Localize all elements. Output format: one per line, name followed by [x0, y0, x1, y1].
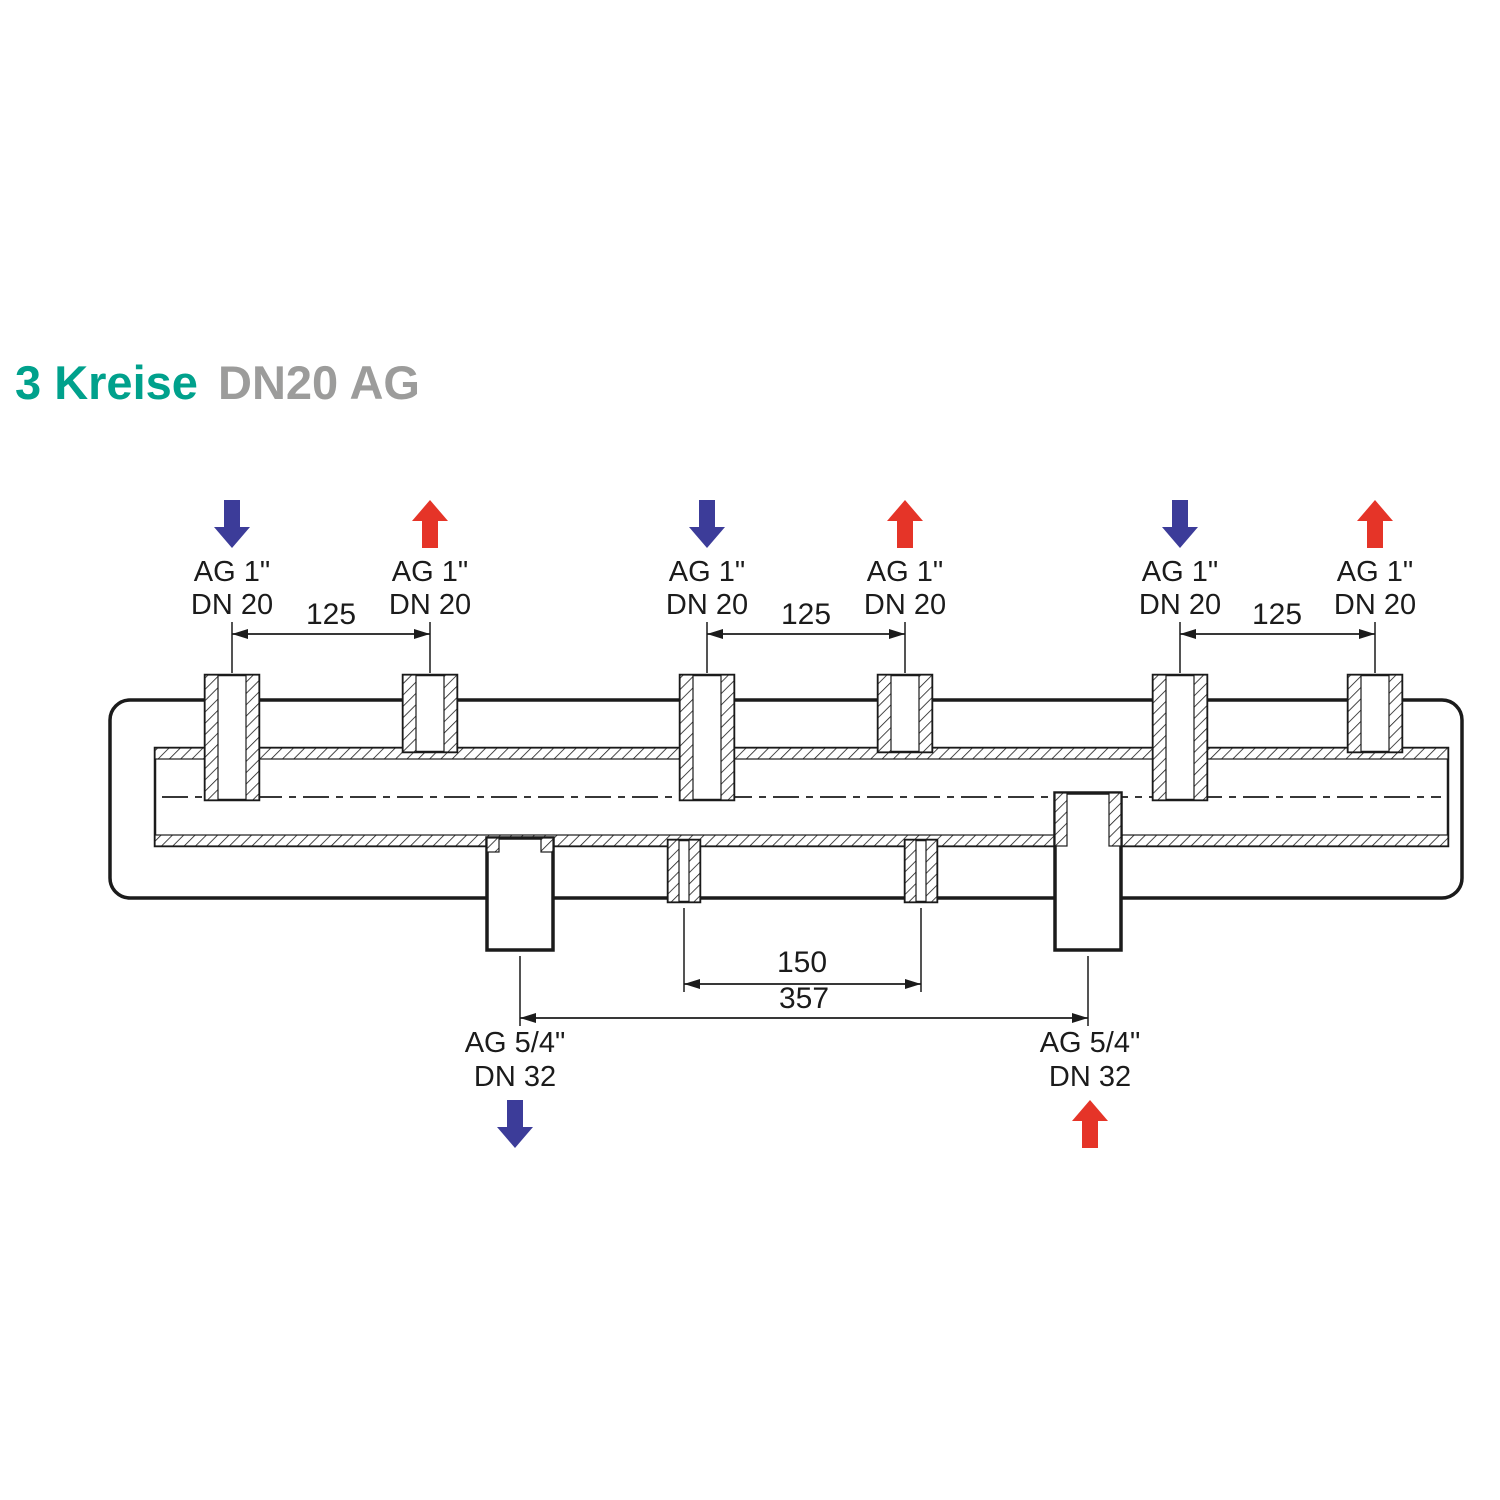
dimension-arrowhead-right	[414, 629, 430, 639]
stub-wall-left-hatch	[904, 839, 917, 903]
return-pipe-wall-right-hatch	[1108, 792, 1122, 847]
nozzle-wall-right-hatch	[443, 674, 458, 753]
dimension-pair-1: 125	[231, 598, 431, 673]
supply-down-arrow-icon	[214, 500, 250, 548]
supply-nozzle-1	[203, 673, 261, 802]
dimension-arrowhead-left	[684, 979, 700, 989]
connection-size-label: AG 1"	[669, 556, 745, 588]
connection-size-label: AG 1"	[867, 556, 943, 588]
dimension-pair-2: 125	[706, 598, 906, 673]
chamber-pipe	[153, 746, 1450, 848]
nozzle-wall-right-hatch	[1388, 674, 1403, 753]
title-secondary-text: DN20 AG	[218, 356, 420, 409]
connection-size-label: AG 1"	[1337, 556, 1413, 588]
connection-dn-label: DN 20	[389, 589, 471, 621]
connection-size-label: AG 1"	[1142, 556, 1218, 588]
return-nozzle-2	[876, 673, 934, 754]
sensor-stub-right	[903, 838, 939, 904]
nozzle-wall-right-hatch	[720, 674, 735, 801]
supply-down-arrow-icon	[689, 500, 725, 548]
dimension-value: 150	[777, 946, 827, 979]
dimension-arrowhead-right	[889, 629, 905, 639]
sensor-stub-left	[666, 838, 702, 904]
bottom-return-pipe	[1053, 791, 1123, 952]
dimension-arrowhead-right	[905, 979, 921, 989]
supply-pipe-outline	[485, 836, 555, 952]
top-connection-1: AG 1" DN 20	[191, 500, 273, 621]
nozzle-wall-left-hatch	[1152, 674, 1167, 801]
stub-wall-right-hatch	[925, 839, 938, 903]
supply-pipe-wall-left-hatch	[486, 837, 500, 853]
dimension-stub-spacing: 150	[683, 908, 922, 992]
nozzle-wall-left-hatch	[877, 674, 892, 753]
top-connection-6: AG 1" DN 20	[1334, 500, 1416, 621]
top-connection-2: AG 1" DN 20	[389, 500, 471, 621]
dimension-arrowhead-left	[232, 629, 248, 639]
nozzle-wall-left-hatch	[1347, 674, 1362, 753]
return-up-arrow-icon	[887, 500, 923, 548]
title-primary-text: 3 Kreise	[15, 356, 198, 409]
return-nozzle-1	[401, 673, 459, 754]
bottom-connection-return: AG 5/4" DN 32	[1040, 1027, 1141, 1148]
diagram-title: 3 Kreise DN20 AG	[15, 356, 420, 409]
connection-dn-label: DN 32	[474, 1061, 556, 1093]
connection-dn-label: DN 20	[666, 589, 748, 621]
top-connection-4: AG 1" DN 20	[864, 500, 946, 621]
supply-nozzle-2	[678, 673, 736, 802]
dimension-value: 357	[779, 982, 829, 1015]
dimension-pair-3: 125	[1179, 598, 1376, 673]
chamber-top-wall-hatch	[154, 747, 1449, 760]
connection-size-label: AG 1"	[392, 556, 468, 588]
dimension-arrowhead-left	[707, 629, 723, 639]
top-connection-3: AG 1" DN 20	[666, 500, 748, 621]
nozzle-wall-right-hatch	[245, 674, 260, 801]
connection-dn-label: DN 20	[864, 589, 946, 621]
return-up-arrow-icon	[1072, 1100, 1108, 1148]
supply-down-arrow-icon	[497, 1100, 533, 1148]
nozzle-wall-left-hatch	[402, 674, 417, 753]
top-connection-5: AG 1" DN 20	[1139, 500, 1221, 621]
bottom-supply-pipe	[485, 836, 555, 952]
connection-size-label: AG 1"	[194, 556, 270, 588]
return-pipe-wall-left-hatch	[1054, 792, 1068, 847]
dimension-arrowhead-right	[1072, 1013, 1088, 1023]
return-up-arrow-icon	[412, 500, 448, 548]
dimension-arrowhead-left	[1180, 629, 1196, 639]
supply-pipe-wall-right-hatch	[540, 837, 554, 853]
nozzle-wall-right-hatch	[918, 674, 933, 753]
return-up-arrow-icon	[1357, 500, 1393, 548]
return-nozzle-3	[1346, 673, 1404, 754]
dimension-arrowhead-right	[1359, 629, 1375, 639]
nozzle-wall-left-hatch	[204, 674, 219, 801]
dimension-main-spacing: 357	[519, 956, 1089, 1026]
chamber-bottom-wall-hatch	[154, 834, 1449, 847]
connection-dn-label: DN 20	[191, 589, 273, 621]
dimension-value: 125	[306, 598, 356, 631]
stub-wall-right-hatch	[688, 839, 701, 903]
connection-size-label: AG 5/4"	[1040, 1027, 1141, 1059]
nozzle-wall-left-hatch	[679, 674, 694, 801]
dimension-value: 125	[781, 598, 831, 631]
connection-dn-label: DN 32	[1049, 1061, 1131, 1093]
dimension-arrowhead-left	[520, 1013, 536, 1023]
bottom-connection-supply: AG 5/4" DN 32	[465, 1027, 566, 1148]
nozzle-wall-right-hatch	[1193, 674, 1208, 801]
stub-wall-left-hatch	[667, 839, 680, 903]
supply-down-arrow-icon	[1162, 500, 1198, 548]
dimension-value: 125	[1252, 598, 1302, 631]
connection-dn-label: DN 20	[1139, 589, 1221, 621]
supply-nozzle-3	[1151, 673, 1209, 802]
connection-dn-label: DN 20	[1334, 589, 1416, 621]
connection-size-label: AG 5/4"	[465, 1027, 566, 1059]
